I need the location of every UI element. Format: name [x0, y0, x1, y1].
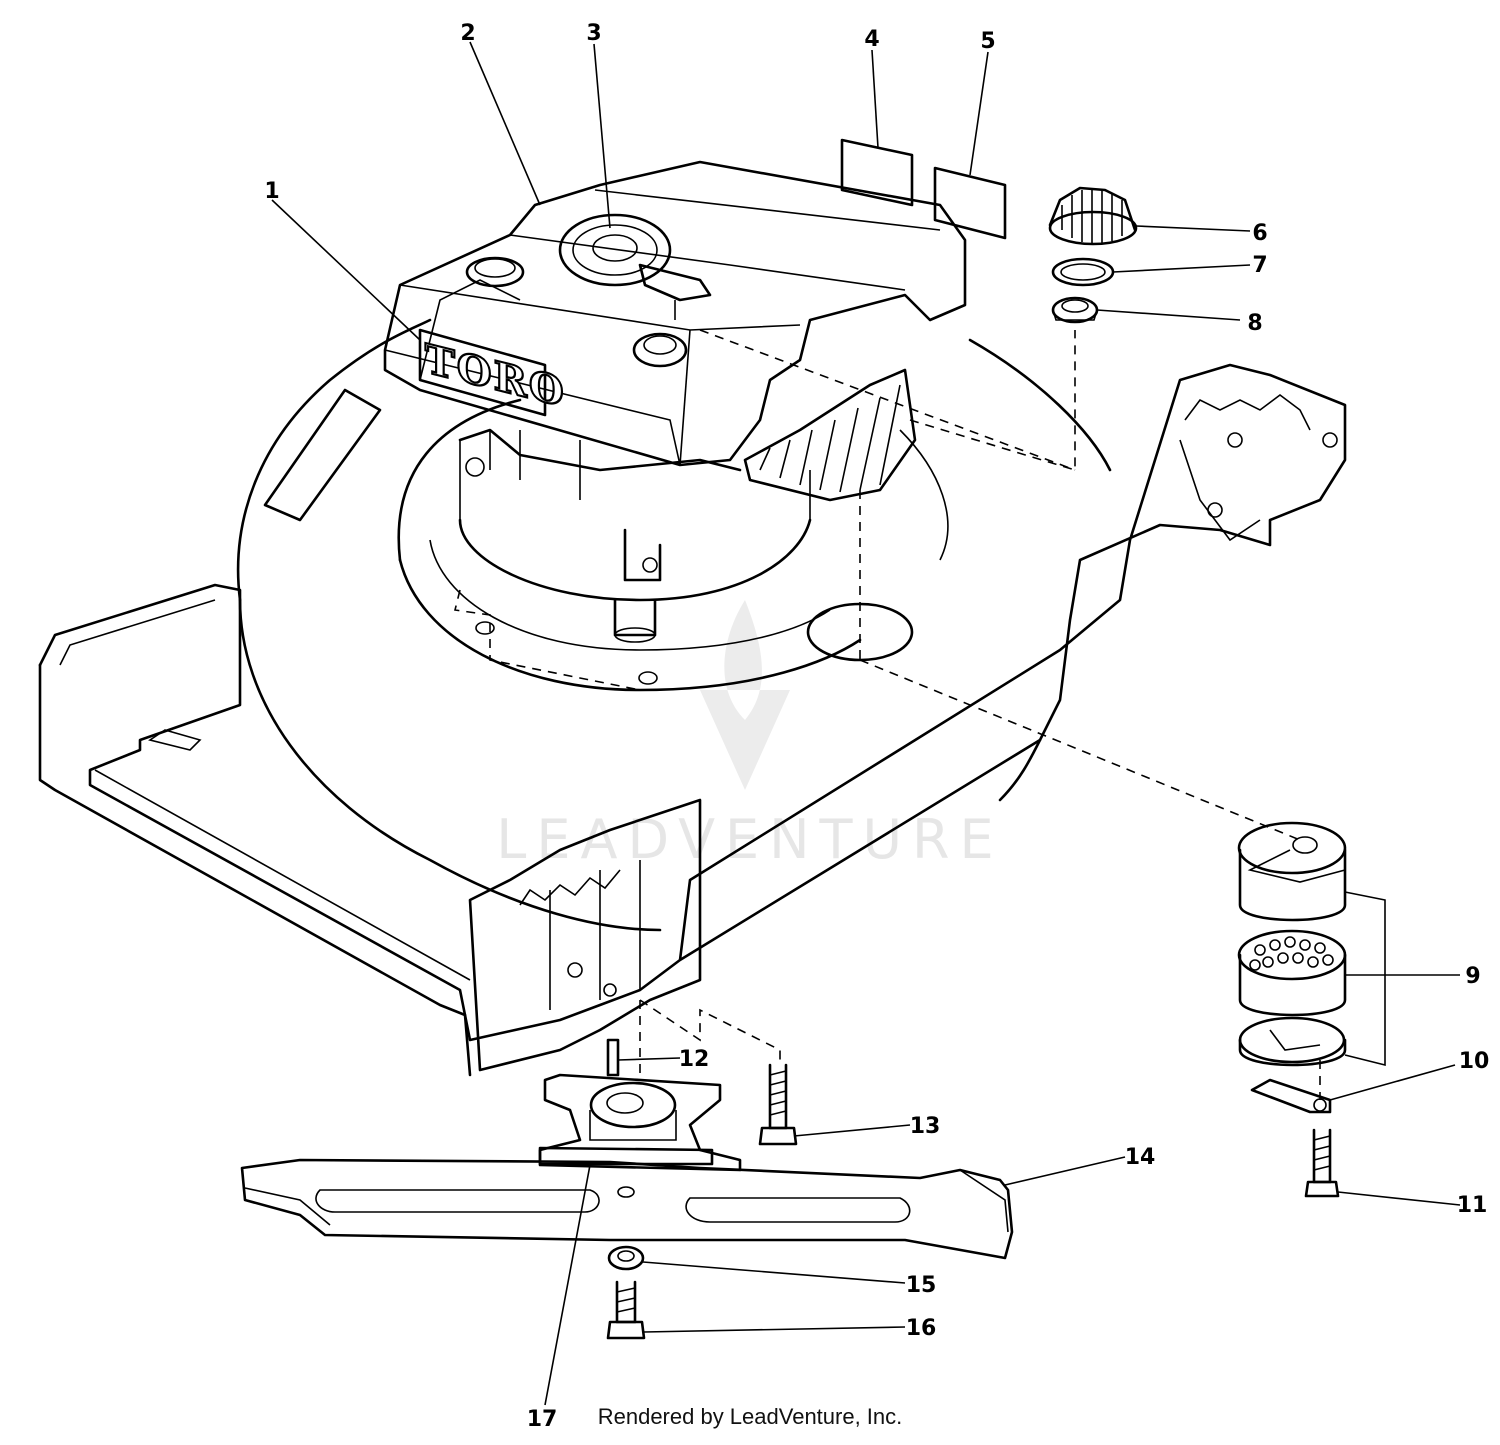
- assembly-lines: [639, 329, 1321, 1100]
- callout-16: 16: [906, 1316, 937, 1341]
- blade-adapter-icon: [538, 1073, 742, 1172]
- blade-icon: [240, 1158, 1014, 1260]
- callout-4: 4: [864, 27, 879, 52]
- callout-6: 6: [1252, 221, 1267, 246]
- callout-12: 12: [679, 1047, 710, 1072]
- callout-13: 13: [910, 1114, 941, 1139]
- callout-15: 15: [906, 1273, 937, 1298]
- mower-deck: [38, 279, 1347, 1077]
- lock-plate-10-icon: [1250, 1078, 1332, 1114]
- muffler-icon: [1237, 821, 1347, 1067]
- callout-8: 8: [1247, 311, 1262, 336]
- watermark-logo-icon: [700, 600, 790, 790]
- footer-credit: Rendered by LeadVenture, Inc.: [0, 1404, 1500, 1430]
- callout-labels: 1 2 3 4 5 6 7 8 9 10 11 12 13 14 15 16 1…: [264, 21, 1489, 1432]
- callout-11: 11: [1457, 1193, 1488, 1218]
- callout-14: 14: [1125, 1145, 1156, 1170]
- callout-17: 17: [527, 1407, 558, 1432]
- callout-7: 7: [1252, 253, 1267, 278]
- spark-plug-cover-icon: [1048, 186, 1138, 246]
- washer-7-icon: [1051, 257, 1115, 287]
- watermark-text: LEADVENTURE: [496, 808, 1003, 871]
- callout-2: 2: [460, 21, 475, 46]
- engine: TORO: [383, 160, 967, 691]
- oil-cap-icon: [465, 256, 525, 288]
- bolt-11-icon: [1304, 1128, 1340, 1198]
- recoil-starter-icon: [558, 213, 672, 287]
- key-12-icon: [606, 1038, 620, 1077]
- callout-3: 3: [586, 21, 601, 46]
- callout-1: 1: [264, 179, 279, 204]
- grommet-8-icon: [1051, 296, 1099, 324]
- decal-4-icon: [840, 138, 914, 207]
- callout-9: 9: [1465, 964, 1480, 989]
- brand-label: TORO: [425, 335, 566, 417]
- engine-shroud: [383, 160, 967, 467]
- bolt-13-icon: [758, 1063, 798, 1146]
- decal-5-icon: [933, 166, 1007, 240]
- footer-credit-text: Rendered by LeadVenture, Inc.: [597, 1404, 903, 1429]
- fuel-cap-icon: [632, 332, 688, 368]
- callout-10: 10: [1459, 1049, 1490, 1074]
- callout-5: 5: [980, 29, 995, 54]
- leader-lines: [271, 41, 1461, 1406]
- bolt-16-icon: [606, 1280, 646, 1340]
- cylinder-fins-icon: [743, 368, 917, 502]
- washer-15-icon: [607, 1245, 645, 1271]
